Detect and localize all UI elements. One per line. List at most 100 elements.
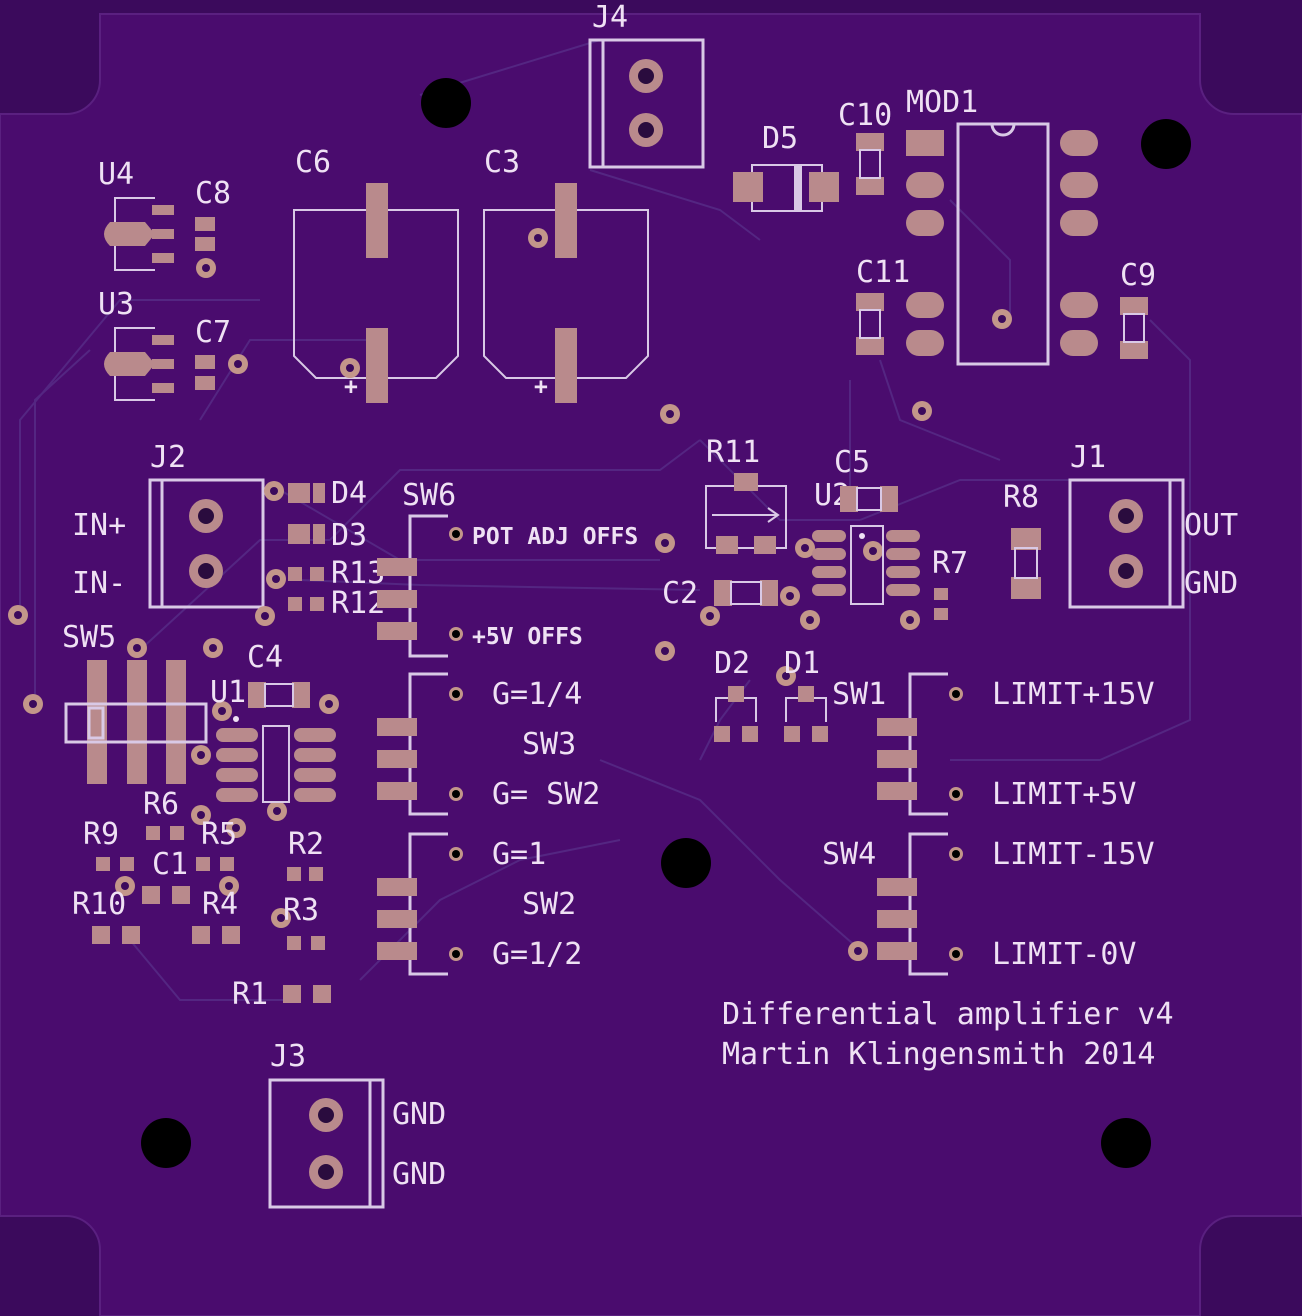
regulator-u3: U3 C7 — [98, 287, 248, 401]
diode-d5: D5 — [733, 121, 839, 212]
svg-text:+: + — [534, 374, 548, 400]
refdes-r3: R3 — [283, 893, 319, 928]
switch-sw3: G=1/4 SW3 G= SW2 — [377, 672, 600, 816]
resistor-r4: R4 — [192, 887, 240, 944]
refdes-mod1: MOD1 — [906, 85, 978, 120]
resistor-r10: R10 — [72, 887, 140, 944]
capacitor-c1: C1 — [142, 847, 190, 904]
capacitor-c10: C10 — [838, 98, 892, 195]
label-g-half: G=1/2 — [492, 937, 582, 972]
switch-sw2: G=1 SW2 G=1/2 — [377, 832, 582, 976]
module-mod1: MOD1 — [906, 85, 1098, 366]
refdes-j3: J3 — [270, 1039, 306, 1074]
switch-sw4: SW4 LIMIT-15V LIMIT-0V — [822, 832, 1155, 976]
refdes-r13: R13 — [331, 556, 385, 591]
svg-text:+: + — [344, 374, 358, 400]
resistor-r9: R9 — [83, 817, 134, 871]
regulator-u4: U4 C8 — [98, 157, 231, 278]
mounting-hole — [421, 78, 471, 128]
label-in-minus: IN- — [72, 566, 126, 601]
trimmer-r11: R11 — [705, 435, 787, 554]
label-limit-m15: LIMIT-15V — [992, 837, 1155, 872]
refdes-c3: C3 — [484, 145, 520, 180]
mounting-hole — [1141, 119, 1191, 169]
refdes-sw2: SW2 — [522, 887, 576, 922]
switch-sw1: SW1 LIMIT+15V LIMIT+5V — [832, 672, 1155, 816]
refdes-c7: C7 — [195, 315, 231, 350]
resistor-r1: R1 — [232, 977, 331, 1012]
refdes-j2: J2 — [150, 440, 186, 475]
refdes-r8: R8 — [1003, 480, 1039, 515]
opamp-u1: U1 — [210, 675, 336, 803]
refdes-c2: C2 — [662, 576, 698, 611]
mounting-hole — [1101, 1118, 1151, 1168]
label-pot-adj: POT ADJ OFFS — [472, 524, 638, 550]
refdes-d4: D4 — [331, 476, 367, 511]
resistor-r3: R3 — [283, 893, 325, 950]
refdes-r5: R5 — [201, 817, 237, 852]
refdes-j1: J1 — [1070, 440, 1106, 475]
capacitor-c4: C4 — [247, 640, 310, 708]
refdes-r11: R11 — [706, 435, 760, 470]
diode-d2: D2 — [714, 646, 758, 742]
label-g-one: G=1 — [492, 837, 546, 872]
diode-d4: D4 — [288, 476, 367, 511]
label-gnd-j3-1: GND — [392, 1097, 446, 1132]
connector-j3: J3 GND GND — [268, 1039, 446, 1209]
label-gnd-j1: GND — [1184, 566, 1238, 601]
refdes-c6: C6 — [295, 145, 331, 180]
refdes-r6: R6 — [143, 787, 179, 822]
refdes-r12: R12 — [331, 586, 385, 621]
label-g-sw2: G= SW2 — [492, 777, 600, 812]
diode-d1: D1 — [784, 646, 828, 742]
connector-j2: J2 IN+ IN- — [72, 440, 265, 609]
refdes-j4: J4 — [592, 0, 628, 35]
refdes-c11: C11 — [856, 255, 910, 290]
refdes-sw6: SW6 — [402, 478, 456, 513]
refdes-c4: C4 — [247, 640, 283, 675]
mounting-hole — [141, 1118, 191, 1168]
refdes-c1: C1 — [152, 847, 188, 882]
mounting-hole — [661, 838, 711, 888]
refdes-u1: U1 — [210, 675, 246, 710]
resistor-r6: R6 — [143, 787, 184, 840]
refdes-r4: R4 — [202, 887, 238, 922]
switch-sw6: SW6 POT ADJ OFFS +5V OFFS — [377, 478, 638, 658]
refdes-u3: U3 — [98, 287, 134, 322]
refdes-c8: C8 — [195, 176, 231, 211]
refdes-r7: R7 — [932, 546, 968, 581]
vias — [8, 401, 932, 961]
label-limit-p15: LIMIT+15V — [992, 677, 1155, 712]
refdes-r1: R1 — [232, 977, 268, 1012]
capacitor-c5: C5 — [834, 445, 898, 512]
connector-j4: J4 — [588, 0, 705, 169]
capacitor-c2: C2 — [662, 576, 778, 611]
refdes-d1: D1 — [784, 646, 820, 681]
capacitor-c6: + C6 — [293, 145, 459, 403]
refdes-sw1: SW1 — [832, 677, 886, 712]
label-5v-offs: +5V OFFS — [472, 624, 583, 650]
refdes-d5: D5 — [762, 121, 798, 156]
resistor-r2: R2 — [287, 827, 324, 881]
board-title: Differential amplifier v4 — [722, 997, 1174, 1032]
label-g-quarter: G=1/4 — [492, 677, 582, 712]
capacitor-c11: C11 — [856, 255, 910, 355]
label-gnd-j3-2: GND — [392, 1157, 446, 1192]
board-author: Martin Klingensmith 2014 — [722, 1037, 1155, 1072]
refdes-r10: R10 — [72, 887, 126, 922]
refdes-c5: C5 — [834, 445, 870, 480]
refdes-sw4: SW4 — [822, 837, 876, 872]
resistor-r12: R12 — [288, 586, 385, 621]
refdes-u4: U4 — [98, 157, 134, 192]
switch-sw5: SW5 — [62, 620, 208, 784]
mounting-holes — [141, 78, 1191, 1168]
capacitor-c9: C9 — [1120, 258, 1156, 359]
refdes-r9: R9 — [83, 817, 119, 852]
resistor-r13: R13 — [288, 556, 385, 591]
refdes-d2: D2 — [714, 646, 750, 681]
label-limit-0: LIMIT-0V — [992, 937, 1137, 972]
label-out: OUT — [1184, 508, 1238, 543]
refdes-sw3: SW3 — [522, 727, 576, 762]
refdes-r2: R2 — [288, 827, 324, 862]
